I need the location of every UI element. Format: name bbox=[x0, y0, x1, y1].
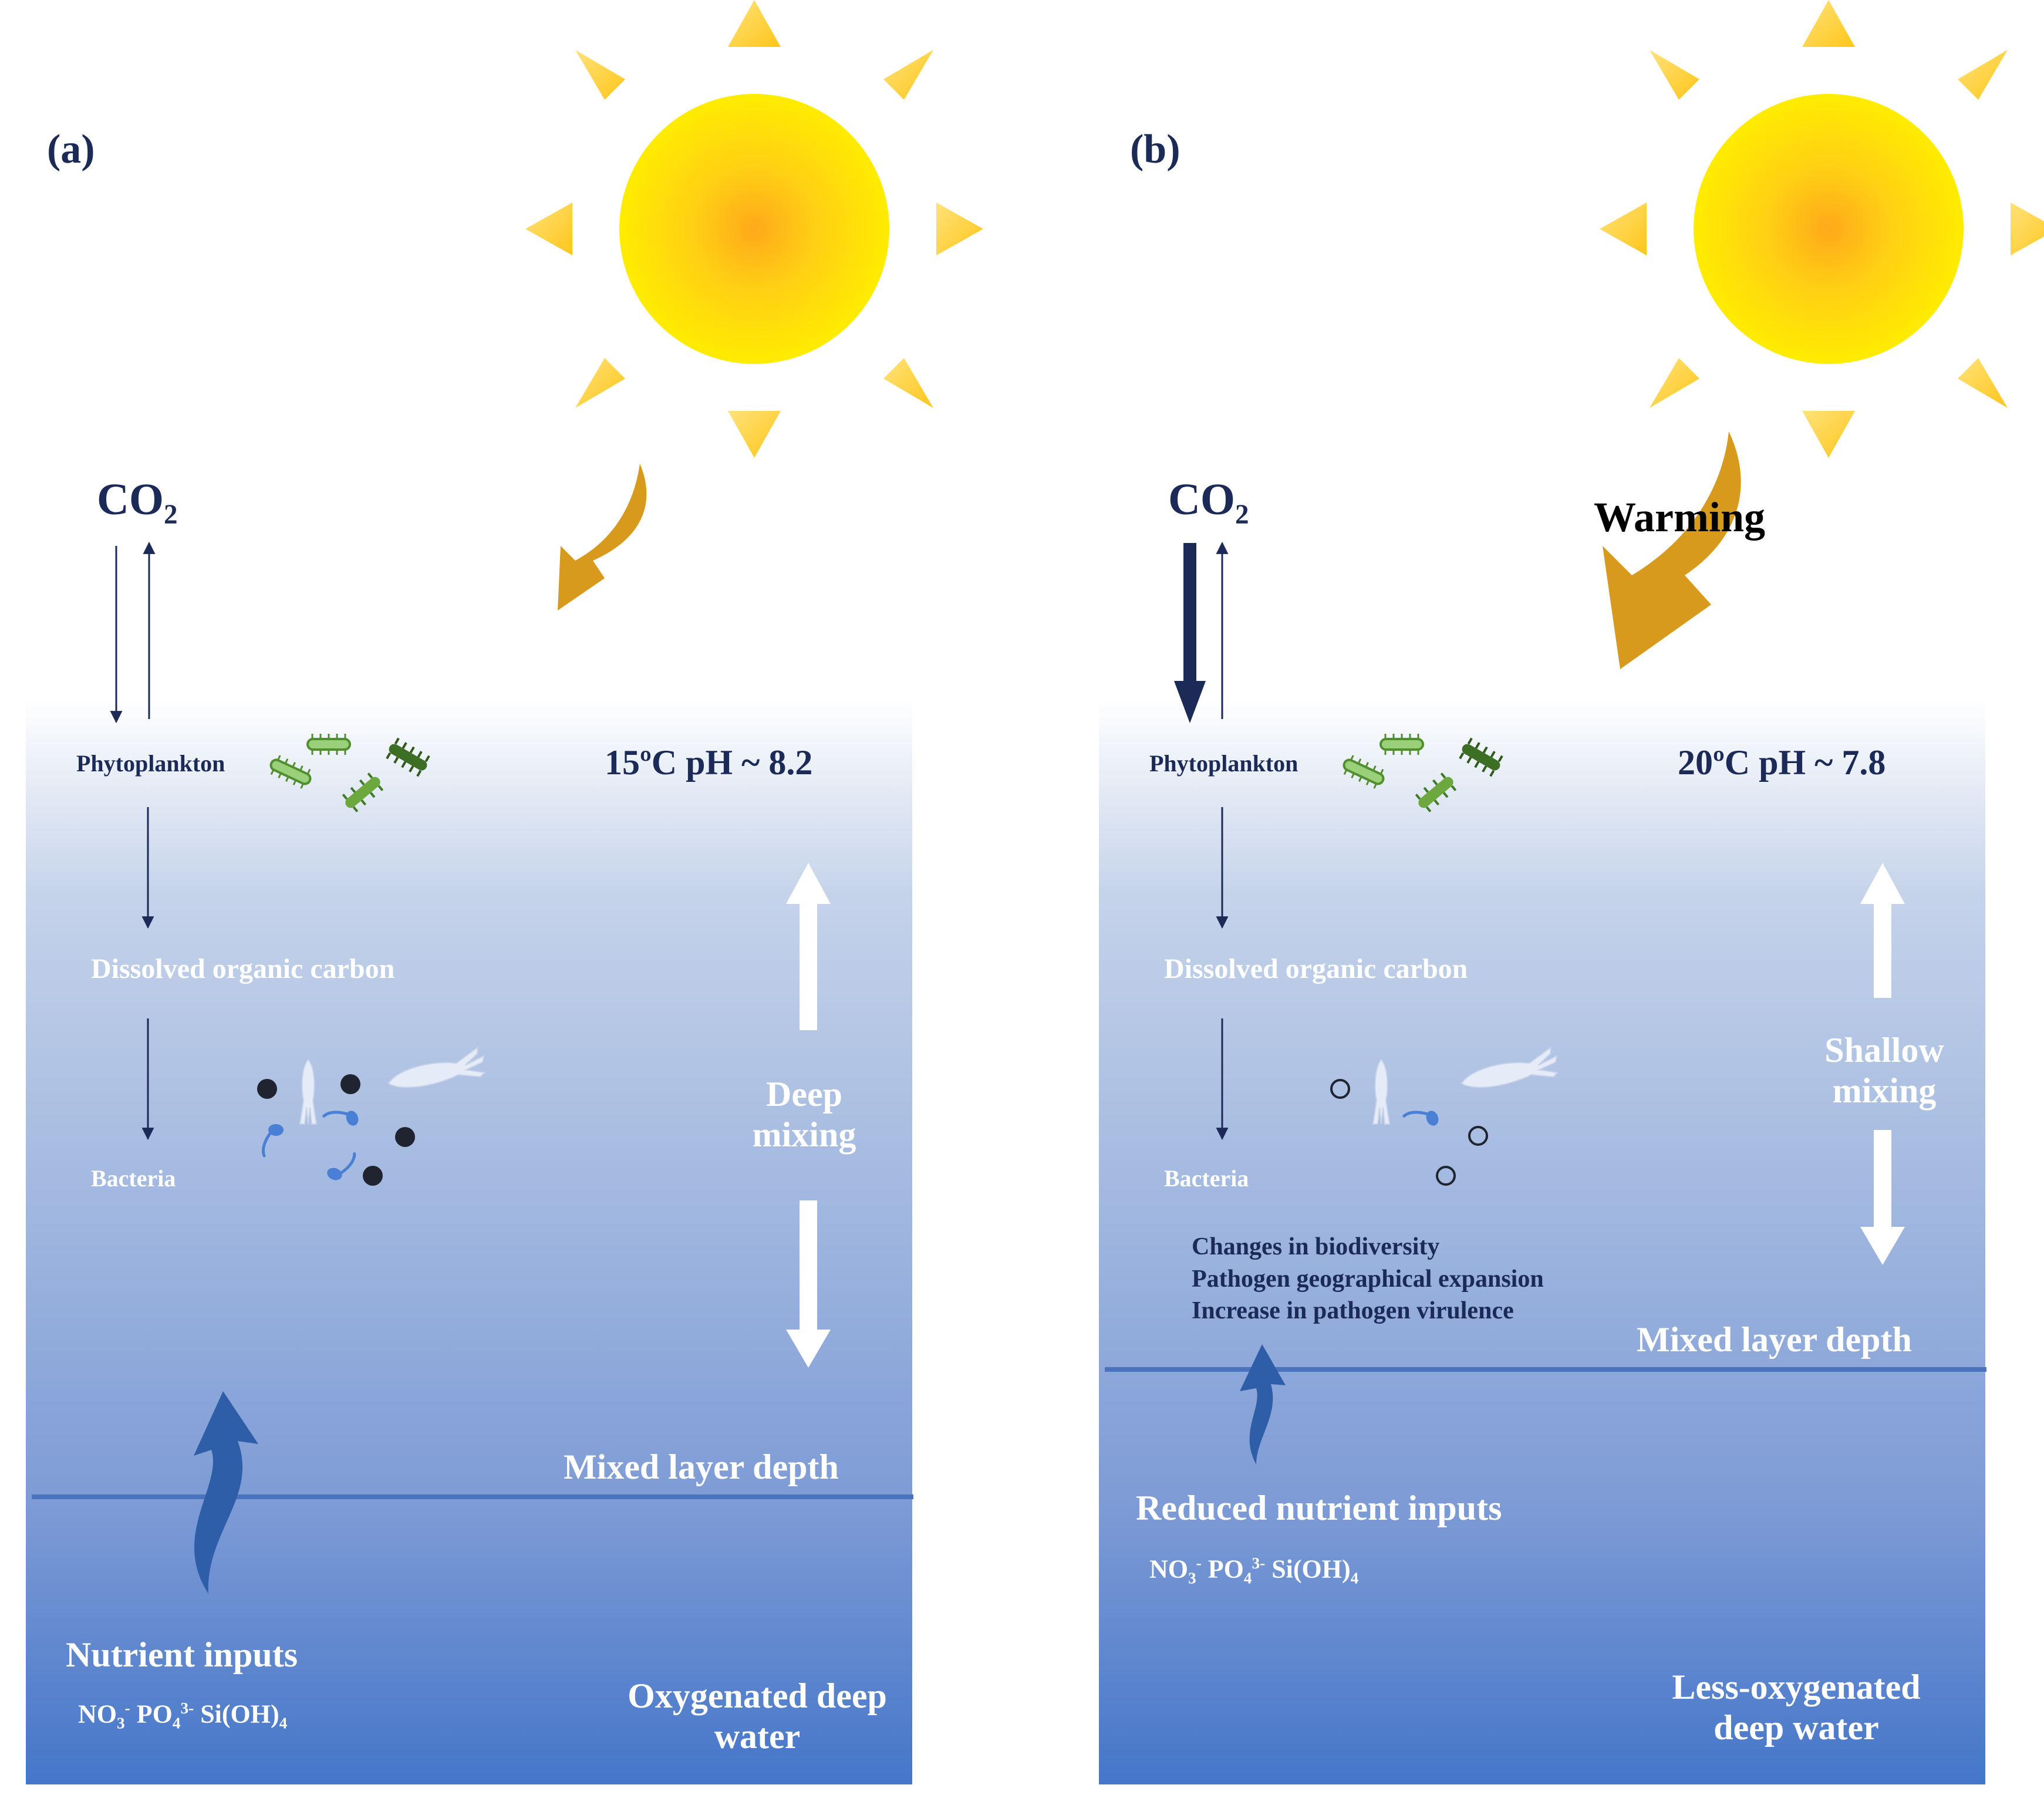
deep-water-line-1: Less-oxygenated bbox=[1672, 1668, 1921, 1706]
panel-b bbox=[1099, 0, 2044, 1784]
po4-text: PO bbox=[1207, 1554, 1244, 1584]
sioh-text: Si(OH) bbox=[1271, 1554, 1351, 1584]
sioh-sub: 4 bbox=[1350, 1569, 1359, 1587]
bacteria-particle bbox=[363, 1166, 383, 1186]
mixed-layer-label-a: Mixed layer depth bbox=[564, 1448, 839, 1486]
bacteria-particle-hollow bbox=[1468, 1126, 1488, 1146]
mixing-down-arrow-a bbox=[786, 1200, 831, 1368]
temp-ph-label-b: 20ºC pH ~ 7.8 bbox=[1678, 743, 1886, 782]
change-item: Increase in pathogen virulence bbox=[1192, 1297, 1514, 1325]
sun-icon-a bbox=[525, 0, 983, 458]
po4-sup: 3- bbox=[1252, 1554, 1266, 1572]
mixing-up-arrow-a bbox=[786, 863, 831, 1030]
nutrient-input-arrow-b bbox=[1240, 1344, 1286, 1465]
mixing-up-arrow-b bbox=[1860, 863, 1905, 998]
water-column-b bbox=[1099, 699, 1985, 1784]
no3-sup: - bbox=[1196, 1554, 1202, 1572]
nutrient-inputs-label-a: Nutrient inputs bbox=[66, 1635, 298, 1674]
bacteria-particle bbox=[395, 1127, 415, 1147]
bacteria-particle-hollow bbox=[1330, 1079, 1350, 1099]
panel-a bbox=[26, 0, 983, 1784]
deep-water-label-b: Less-oxygenated deep water bbox=[1626, 1667, 1967, 1748]
co2-down-arrow-b bbox=[1183, 543, 1196, 684]
deep-mixing-label: Deep mixing bbox=[722, 1074, 886, 1155]
po4-sub: 4 bbox=[172, 1714, 181, 1732]
no3-sup: - bbox=[124, 1699, 130, 1717]
mixed-layer-label-b: Mixed layer depth bbox=[1637, 1320, 1912, 1359]
phytoplankton-label-a: Phytoplankton bbox=[76, 750, 225, 777]
panel-label-b: (b) bbox=[1130, 127, 1180, 172]
pathogen-changes-list: Changes in biodiversity Pathogen geograp… bbox=[1192, 1231, 1544, 1327]
bacteria-particle bbox=[340, 1074, 360, 1094]
co2-subscript: 2 bbox=[1235, 500, 1249, 531]
bacteria-particle bbox=[257, 1079, 277, 1099]
sun-icon-b bbox=[1600, 0, 2044, 458]
mixing-line-2: mixing bbox=[752, 1115, 856, 1154]
no3-text: NO bbox=[78, 1699, 117, 1729]
sioh-text: Si(OH) bbox=[200, 1699, 279, 1729]
co2-subscript: 2 bbox=[164, 500, 178, 531]
deep-water-line-2: water bbox=[714, 1717, 801, 1756]
deep-water-line-1: Oxygenated deep bbox=[628, 1676, 887, 1715]
warming-label: Warming bbox=[1594, 494, 1766, 541]
co2-down-arrowhead-b bbox=[1174, 681, 1206, 723]
nutrient-inputs-label-b: Reduced nutrient inputs bbox=[1136, 1489, 1502, 1527]
po4-sup: 3- bbox=[180, 1699, 194, 1717]
co2-text: CO bbox=[97, 475, 164, 524]
po4-text: PO bbox=[136, 1699, 173, 1729]
change-item: Pathogen geographical expansion bbox=[1192, 1265, 1544, 1293]
doc-label-b: Dissolved organic carbon bbox=[1164, 953, 1468, 984]
shallow-mixing-label: Shallow mixing bbox=[1790, 1030, 1978, 1111]
co2-label-b: CO2 bbox=[1168, 474, 1249, 531]
warming-arrow-b bbox=[1603, 431, 1741, 669]
mixing-line-1: Deep bbox=[766, 1075, 842, 1114]
mixing-line-1: Shallow bbox=[1824, 1031, 1944, 1069]
co2-text: CO bbox=[1168, 475, 1235, 524]
nutrient-formulas-a: NO3- PO43- Si(OH)4 bbox=[78, 1699, 287, 1733]
co2-label-a: CO2 bbox=[97, 474, 178, 531]
phytoplankton-label-b: Phytoplankton bbox=[1149, 750, 1298, 777]
no3-sub: 3 bbox=[1188, 1569, 1196, 1587]
deep-water-label-a: Oxygenated deep water bbox=[587, 1676, 927, 1757]
sunlight-arrow-a bbox=[558, 464, 647, 610]
sioh-sub: 4 bbox=[279, 1714, 288, 1732]
mixing-down-arrow-b bbox=[1860, 1130, 1905, 1265]
nutrient-input-arrow-a bbox=[194, 1391, 258, 1594]
change-item: Changes in biodiversity bbox=[1192, 1233, 1440, 1260]
bacteria-label-a: Bacteria bbox=[91, 1165, 176, 1192]
bacteria-particle-hollow bbox=[1436, 1166, 1456, 1186]
water-column-a bbox=[26, 699, 912, 1784]
panel-label-a: (a) bbox=[47, 127, 95, 172]
po4-sub: 4 bbox=[1243, 1569, 1252, 1587]
deep-water-line-2: deep water bbox=[1714, 1708, 1879, 1747]
no3-sub: 3 bbox=[117, 1714, 125, 1732]
mixing-line-2: mixing bbox=[1832, 1071, 1937, 1110]
no3-text: NO bbox=[1149, 1554, 1188, 1584]
nutrient-formulas-b: NO3- PO43- Si(OH)4 bbox=[1149, 1554, 1358, 1588]
temp-ph-label-a: 15ºC pH ~ 8.2 bbox=[605, 743, 813, 782]
doc-label-a: Dissolved organic carbon bbox=[91, 953, 395, 984]
bacteria-label-b: Bacteria bbox=[1164, 1165, 1249, 1192]
